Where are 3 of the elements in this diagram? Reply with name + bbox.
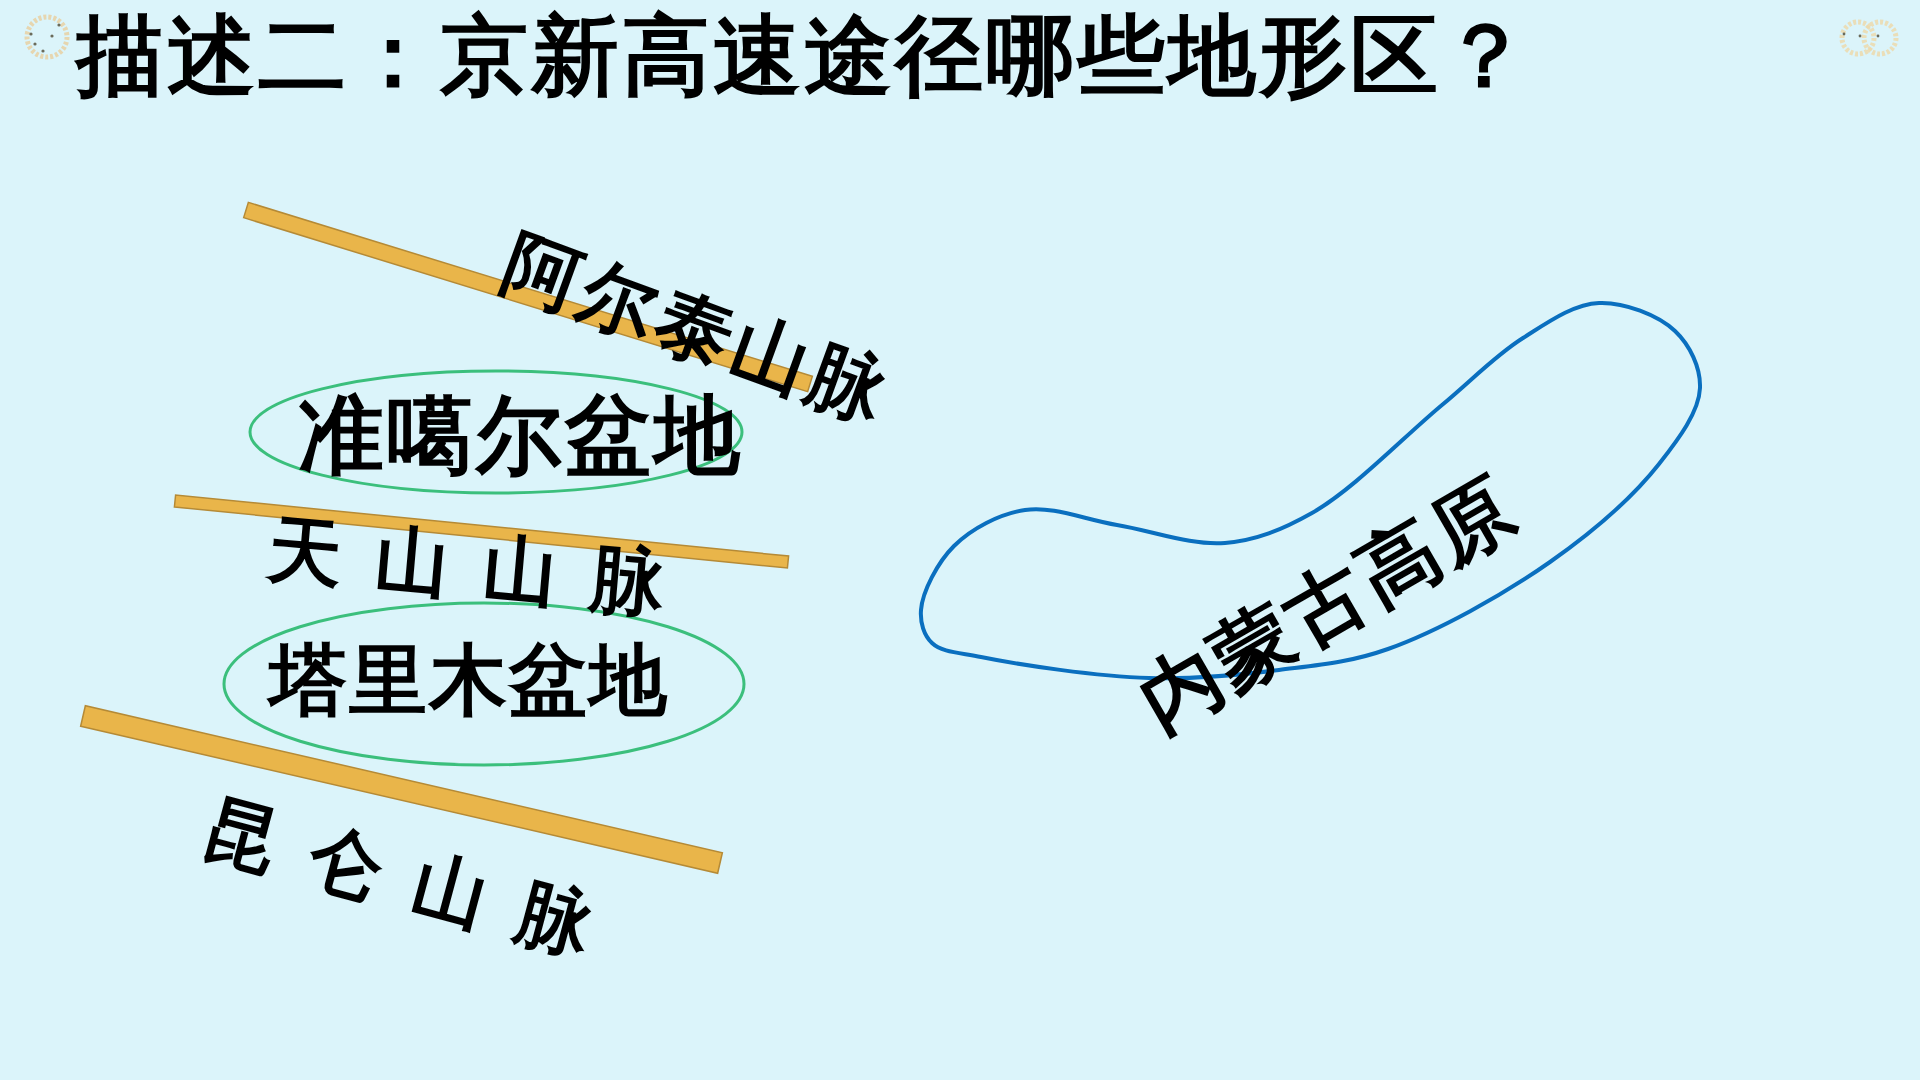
- region-label: 内蒙古高原: [1126, 465, 1530, 745]
- mountain-range-label: 天 山 山 脉: [264, 511, 672, 621]
- mountain-range-label: 昆 仑 山 脉: [196, 789, 604, 965]
